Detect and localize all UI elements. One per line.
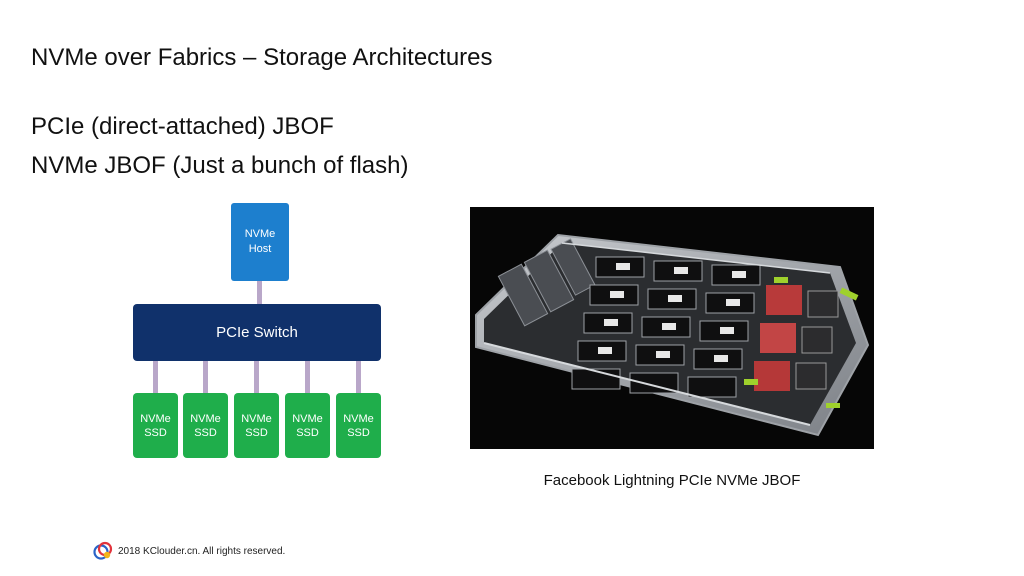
ssd-label-line1: NVMe	[190, 412, 221, 425]
nvme-ssd-box: NVMe SSD	[336, 393, 381, 458]
jbof-chassis-illustration	[470, 207, 874, 449]
ssd-label-line2: SSD	[245, 426, 268, 439]
copyright-text: 2018 KClouder.cn. All rights reserved.	[118, 545, 286, 557]
ssd-connector	[356, 361, 361, 393]
ssd-label-line2: SSD	[296, 426, 319, 439]
nvme-ssd-box: NVMe SSD	[285, 393, 330, 458]
pcie-switch-box: PCIe Switch	[133, 304, 381, 361]
ssd-label-line1: NVMe	[292, 412, 323, 425]
ssd-connector	[254, 361, 259, 393]
bullet-nvme-jbof: NVMe JBOF (Just a bunch of flash)	[31, 152, 409, 179]
ssd-label-line1: NVMe	[140, 412, 171, 425]
ssd-connector	[153, 361, 158, 393]
jbof-hardware-photo	[470, 207, 874, 449]
ssd-connector	[203, 361, 208, 393]
host-label-line2: Host	[248, 243, 272, 255]
footer: 2018 KClouder.cn. All rights reserved.	[92, 540, 285, 562]
nvme-ssd-box: NVMe SSD	[234, 393, 279, 458]
switch-label: PCIe Switch	[216, 324, 298, 341]
slide-title: NVMe over Fabrics – Storage Architecture…	[31, 44, 493, 71]
bullet-pcie-jbof: PCIe (direct-attached) JBOF	[31, 113, 334, 140]
ssd-label-line2: SSD	[347, 426, 370, 439]
ssd-connector	[305, 361, 310, 393]
nvme-ssd-box: NVMe SSD	[183, 393, 228, 458]
host-label-line1: NVMe	[244, 228, 276, 240]
ssd-label-line2: SSD	[144, 426, 167, 439]
ssd-label-line2: SSD	[194, 426, 217, 439]
photo-caption: Facebook Lightning PCIe NVMe JBOF	[543, 472, 801, 489]
nvme-host-box: NVMe Host	[231, 203, 289, 281]
ssd-label-line1: NVMe	[343, 412, 374, 425]
kclouder-logo-icon	[93, 541, 113, 560]
nvme-ssd-box: NVMe SSD	[133, 393, 178, 458]
ssd-label-line1: NVMe	[241, 412, 272, 425]
host-connector	[257, 281, 262, 304]
